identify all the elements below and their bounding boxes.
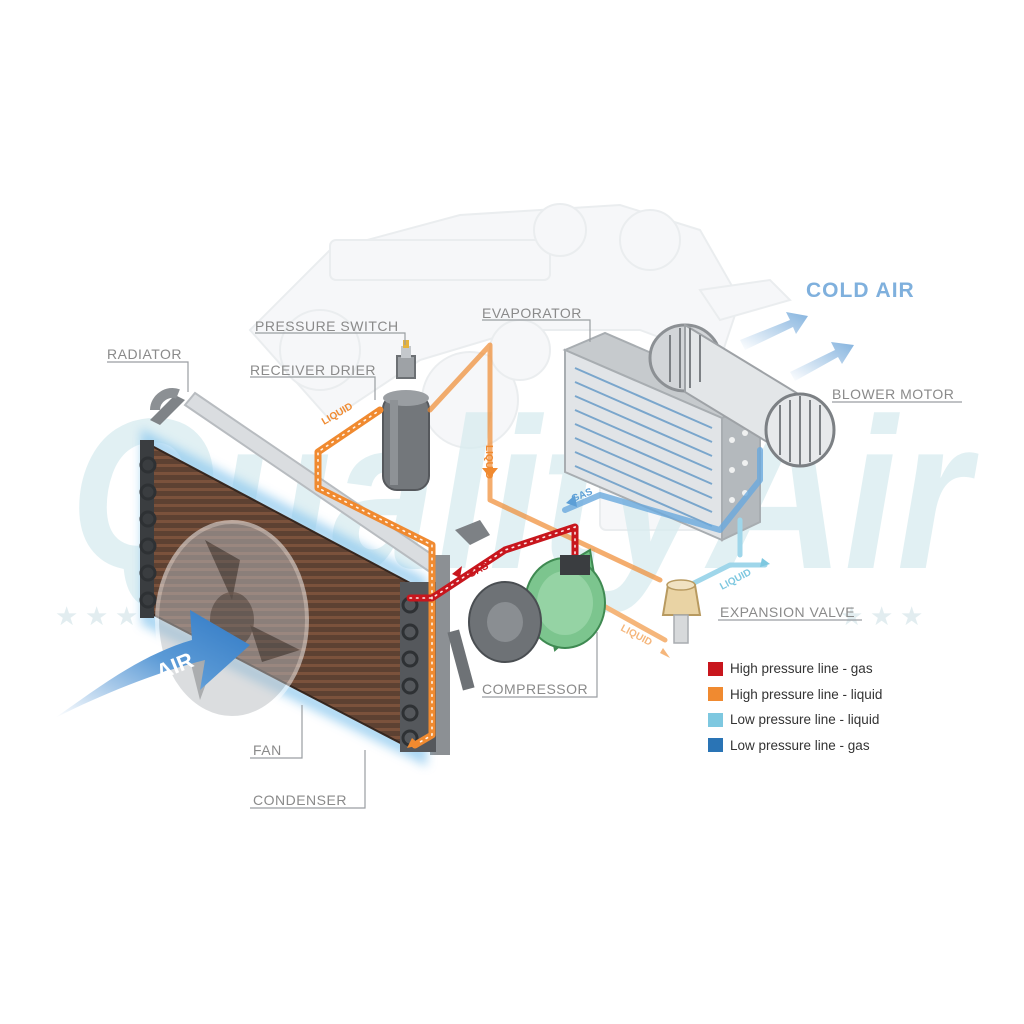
legend-label: High pressure line - liquid — [730, 686, 883, 702]
legend-swatch — [708, 687, 723, 702]
label-blower-motor: BLOWER MOTOR — [832, 386, 955, 402]
legend-item-high-gas: High pressure line - gas — [708, 656, 882, 682]
cold-air-arrows — [740, 312, 854, 381]
compressor — [447, 548, 606, 691]
label-pressure-switch: PRESSURE SWITCH — [255, 318, 399, 334]
label-evaporator: EVAPORATOR — [482, 305, 582, 321]
flow-arrows — [407, 468, 770, 748]
legend-swatch — [708, 738, 723, 753]
legend-item-low-gas: Low pressure line - gas — [708, 733, 882, 759]
leader-lines — [107, 319, 962, 809]
flow-dots — [317, 409, 576, 746]
air-arrow — [55, 610, 250, 718]
label-receiver-drier: RECEIVER DRIER — [250, 362, 377, 378]
label-radiator: RADIATOR — [107, 346, 183, 362]
legend-item-low-liquid: Low pressure line - liquid — [708, 707, 882, 733]
svg-text:★: ★ — [115, 602, 138, 632]
svg-text:★: ★ — [85, 602, 108, 632]
label-compressor: COMPRESSOR — [482, 681, 589, 697]
legend-swatch — [708, 661, 723, 676]
svg-text:★: ★ — [870, 602, 893, 632]
legend-label: Low pressure line - liquid — [730, 712, 880, 728]
legend-item-high-liquid: High pressure line - liquid — [708, 682, 882, 708]
legend-label: Low pressure line - gas — [730, 737, 870, 753]
label-cold-air: COLD AIR — [806, 279, 915, 302]
expansion-valve — [661, 579, 702, 644]
label-expansion-valve: EXPANSION VALVE — [720, 604, 856, 620]
label-fan: FAN — [253, 742, 282, 758]
blower-motor — [648, 323, 836, 468]
legend-label: High pressure line - gas — [730, 661, 873, 677]
receiver-drier — [382, 390, 430, 491]
watermark-stars: ★★★ ★★★ — [55, 602, 923, 632]
svg-text:★: ★ — [55, 602, 78, 632]
svg-text:★: ★ — [900, 602, 923, 632]
tag-liquid-vertical: LIQUID — [483, 445, 494, 479]
legend: High pressure line - gas High pressure l… — [708, 656, 882, 758]
svg-text:★: ★ — [840, 602, 863, 632]
fan — [155, 520, 309, 720]
label-condenser: CONDENSER — [253, 792, 347, 808]
legend-swatch — [708, 712, 723, 727]
pressure-switch — [396, 340, 416, 379]
